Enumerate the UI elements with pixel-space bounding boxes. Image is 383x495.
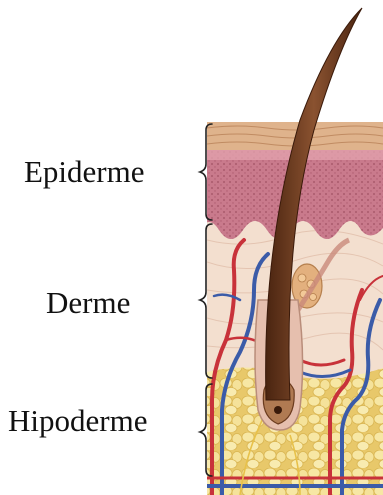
label-epiderme: Epiderme bbox=[24, 156, 145, 187]
label-hipoderme: Hipoderme bbox=[8, 405, 147, 436]
label-derme: Derme bbox=[46, 287, 130, 318]
